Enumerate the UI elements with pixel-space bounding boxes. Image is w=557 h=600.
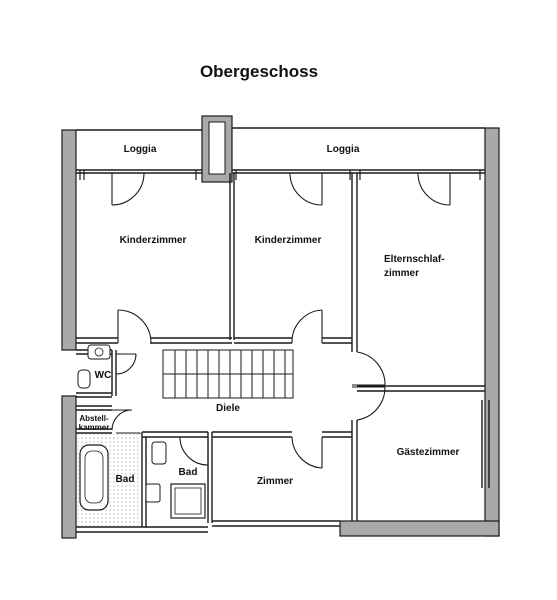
interior-walls [76, 127, 490, 533]
room-label-kinderzimmer-1: Kinderzimmer [120, 235, 187, 246]
sink-icon [145, 483, 161, 503]
wc-sink-icon [87, 344, 111, 360]
staircase [162, 349, 294, 399]
chimney-flue [208, 121, 226, 175]
room-label-elternschlaf-1: Elternschlaf- [384, 254, 445, 265]
room-label-bad-1: Bad [116, 474, 135, 485]
room-label-elternschlaf-2: zimmer [384, 268, 419, 279]
wc-toilet-icon [77, 369, 91, 389]
toilet-icon [151, 441, 167, 465]
room-label-bad-2: Bad [179, 467, 198, 478]
shower-icon [170, 483, 206, 519]
bathtub-icon [79, 444, 109, 511]
room-label-zimmer: Zimmer [257, 476, 293, 487]
room-label-loggia-right: Loggia [327, 144, 360, 155]
room-label-abstell-1: Abstell- [79, 414, 109, 423]
room-label-gaestezimmer: Gästezimmer [397, 447, 460, 458]
plan-title: Obergeschoss [200, 62, 318, 81]
room-label-loggia-left: Loggia [124, 144, 157, 155]
room-label-diele: Diele [216, 403, 240, 414]
room-label-wc: WC [95, 370, 112, 381]
loggia-window-marks [79, 170, 481, 180]
door-swings [111, 172, 451, 469]
room-label-kinderzimmer-2: Kinderzimmer [255, 235, 322, 246]
room-label-abstell-2: kammer [79, 423, 110, 432]
